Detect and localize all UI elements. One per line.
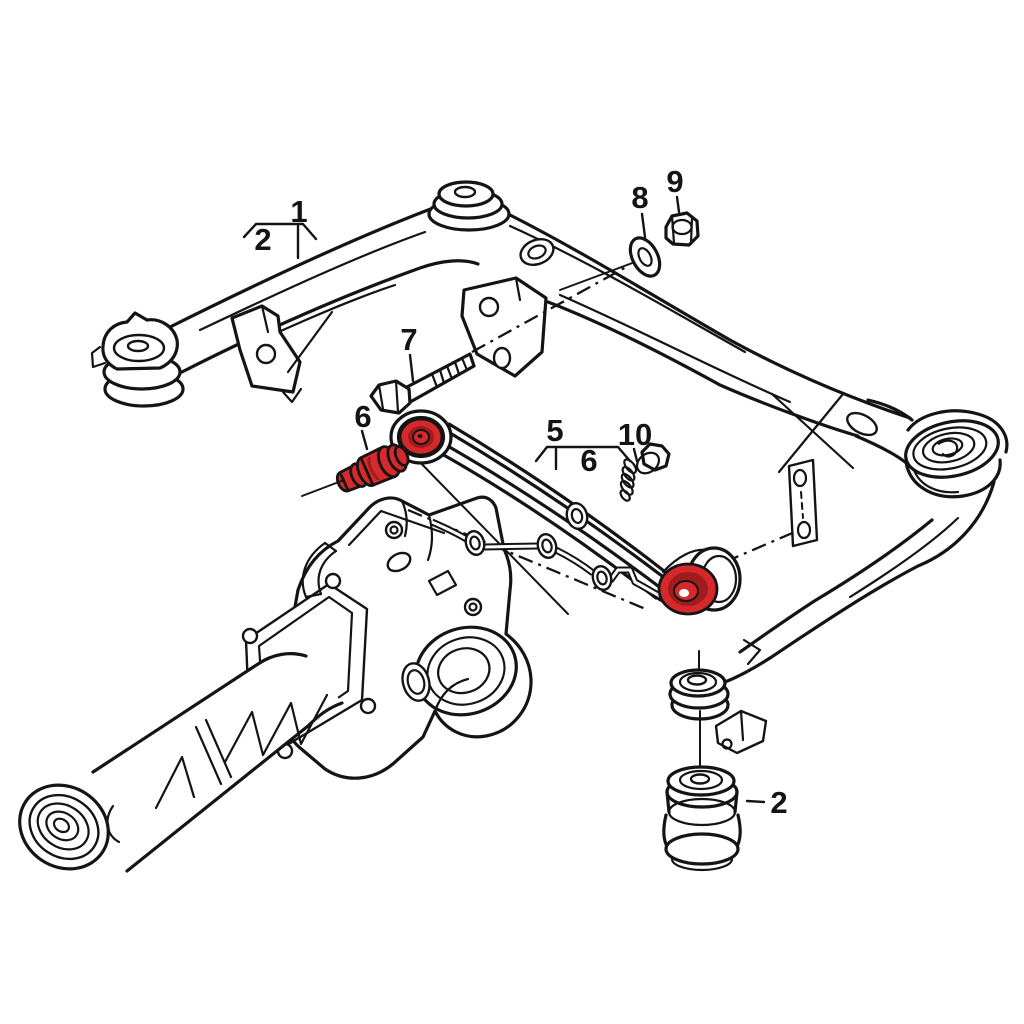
callout-10-label: 10 — [618, 417, 652, 452]
bolt-10 — [619, 442, 671, 502]
bushing-6-axis-line — [301, 479, 345, 497]
nut-9 — [664, 211, 700, 247]
callout-8-label: 8 — [631, 180, 648, 215]
rod-grommet — [591, 564, 613, 592]
callout-2-top-label: 2 — [254, 222, 271, 257]
subframe-bushing-2 — [662, 710, 742, 872]
callout-9-label: 9 — [666, 164, 683, 199]
callout-bracket-1-2 — [242, 222, 318, 241]
bushing-6-standalone — [335, 443, 410, 493]
control-arm-rear-bushing — [657, 562, 719, 616]
callout-bracket-5-6 — [534, 445, 632, 463]
callout-7-label: 7 — [400, 322, 417, 357]
callout-6-mid-label: 6 — [580, 443, 597, 478]
right-mount-bushing — [904, 409, 1009, 499]
hanger-bracket-left — [230, 304, 334, 404]
bolt-7 — [369, 352, 476, 415]
callout-5-label: 5 — [546, 413, 563, 448]
callout-6-left-label: 6 — [354, 399, 371, 434]
callout-2-bottom-label: 2 — [770, 785, 787, 820]
rod-grommet — [536, 532, 558, 560]
lower-arm-mount — [668, 650, 768, 755]
callout-1-label: 1 — [290, 194, 307, 229]
left-mount-bushing — [90, 311, 185, 408]
top-mount-bushing — [427, 180, 511, 232]
subframe-lower-arm — [714, 411, 996, 687]
driveshaft-tube — [18, 652, 344, 873]
center-bracket — [460, 276, 548, 378]
rod-grommet — [565, 501, 589, 531]
washer-8 — [628, 236, 662, 278]
control-arm-front-bushing — [398, 417, 444, 457]
rod-grommet — [464, 529, 486, 557]
callouts: 1 2 5 6 6 7 8 9 10 2 — [242, 164, 788, 820]
